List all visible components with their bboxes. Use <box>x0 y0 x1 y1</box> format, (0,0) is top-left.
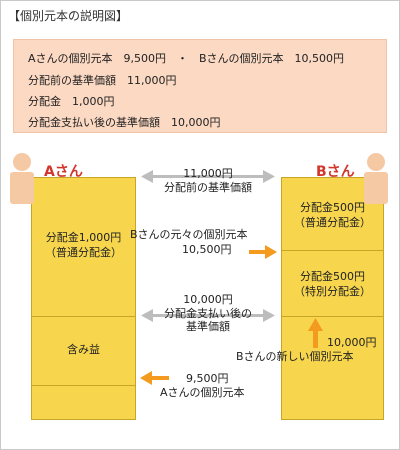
column-a-divider-2 <box>31 385 136 386</box>
info-line-principals: Aさんの個別元本 9,500円 ・ Bさんの個別元本 10,500円 <box>28 52 345 65</box>
column-b-dividend-label-2: 分配金500円 <box>300 270 365 283</box>
b-original-principal-arrow <box>249 245 277 259</box>
diagram-title: 【個別元本の説明図】 <box>8 9 129 23</box>
info-line-distribution: 分配金 1,000円 <box>28 95 115 108</box>
column-a <box>31 177 136 420</box>
info-box: Aさんの個別元本 9,500円 ・ Bさんの個別元本 10,500円 分配前の基… <box>13 39 387 133</box>
post-value-double-arrow <box>141 309 275 322</box>
column-a-dividend-type: （普通分配金） <box>45 246 122 259</box>
person-b-name: Bさん <box>316 164 355 180</box>
post-value-number: 10,000円 <box>183 293 233 306</box>
column-b-divider-2 <box>281 316 384 317</box>
post-value-label-1: 分配金支払い後の <box>164 307 252 320</box>
column-b-dividend-type-2: （特別分配金） <box>294 285 371 298</box>
column-b-divider-1 <box>281 250 384 251</box>
b-original-principal-label: Bさんの元々の個別元本 <box>130 228 248 241</box>
person-b-icon <box>364 153 388 204</box>
b-new-principal-number: 10,000円 <box>327 336 377 349</box>
a-principal-arrow <box>140 371 169 385</box>
info-line-pre-value: 分配前の基準価額 11,000円 <box>28 74 177 87</box>
a-principal-label: Aさんの個別元本 <box>160 386 245 399</box>
person-a-icon <box>10 153 34 204</box>
post-value-label-2: 基準価額 <box>186 320 230 333</box>
info-line-post-value: 分配金支払い後の基準価額 10,000円 <box>28 116 221 129</box>
column-a-dividend-label: 分配金1,000円 <box>45 231 122 244</box>
pre-value-label: 分配前の基準価額 <box>164 181 252 194</box>
pre-value-number: 11,000円 <box>183 167 233 180</box>
person-a-name: Aさん <box>44 164 83 180</box>
column-b-dividend-label-1: 分配金500円 <box>300 201 365 214</box>
b-new-principal-label: Bさんの新しい個別元本 <box>236 350 354 363</box>
b-original-principal-number: 10,500円 <box>182 243 232 256</box>
column-b <box>281 177 384 420</box>
column-a-divider-1 <box>31 316 136 317</box>
column-b-dividend-type-1: （普通分配金） <box>294 216 371 229</box>
pre-value-double-arrow <box>141 170 275 183</box>
b-new-principal-arrow <box>308 318 323 348</box>
column-a-unrealized-gain: 含み益 <box>67 343 100 356</box>
a-principal-number: 9,500円 <box>186 372 229 385</box>
